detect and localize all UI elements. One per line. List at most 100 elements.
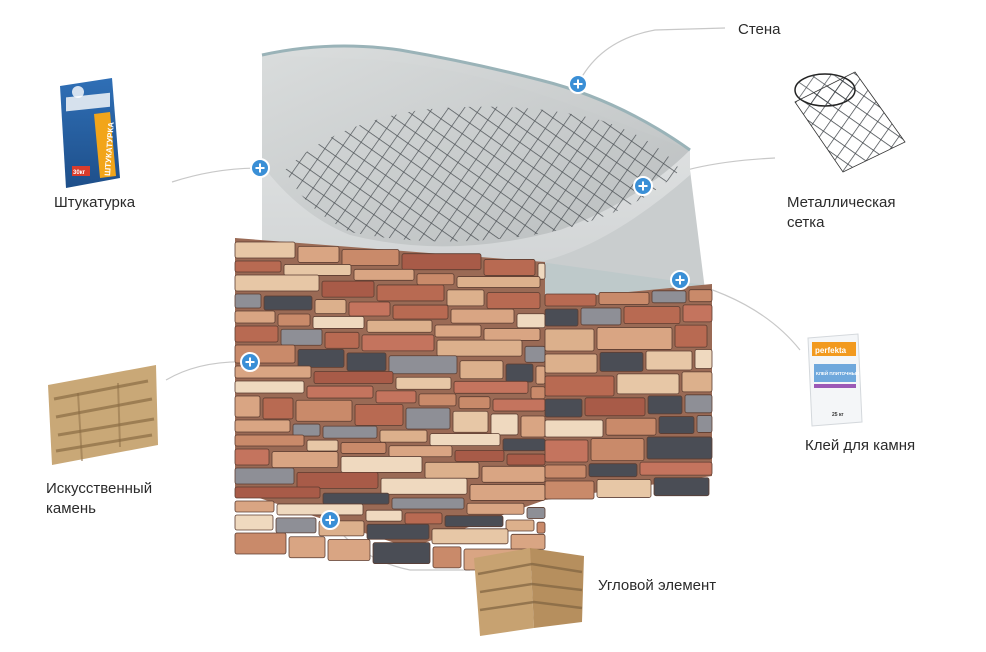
label-plaster: Штукатурка: [54, 194, 136, 211]
stone-brick: [424, 461, 480, 479]
stone-brick: [306, 439, 339, 452]
stone-brick: [616, 373, 680, 395]
leader-line-wall: [577, 27, 726, 85]
stone-brick: [376, 284, 445, 302]
stone-brick: [544, 293, 597, 307]
stone-brick: [444, 515, 504, 528]
stone-brick: [651, 290, 687, 304]
stone-brick: [395, 376, 452, 390]
stone-brick: [234, 486, 321, 499]
stone-brick: [506, 453, 546, 466]
hotspot-artificial-stone[interactable]: [240, 352, 260, 372]
stone-brick: [321, 280, 375, 298]
stone-brick: [596, 479, 652, 498]
stone-brick: [375, 390, 417, 404]
stone-brick: [674, 324, 708, 348]
stone-brick: [234, 514, 274, 531]
stone-brick: [405, 407, 451, 430]
stone-brick: [313, 371, 394, 384]
plus-circle-icon: [675, 275, 685, 285]
stone-brick: [681, 371, 713, 393]
stone-brick: [404, 512, 443, 525]
stone-brick: [453, 380, 529, 394]
stone-brick: [646, 436, 713, 460]
stone-brick: [418, 393, 457, 407]
stone-brick: [510, 533, 546, 550]
label-artificial-stone-line2: камень: [46, 500, 96, 517]
stone-brick: [271, 451, 339, 468]
corner-element-image: [474, 548, 584, 636]
stone-brick: [297, 246, 340, 263]
stone-brick: [234, 325, 279, 343]
stone-brick: [366, 319, 433, 333]
stone-brick: [544, 375, 615, 397]
stone-brick: [524, 345, 546, 363]
stone-brick: [458, 396, 491, 410]
stone-brick: [490, 413, 519, 436]
hotspot-metal-mesh[interactable]: [633, 176, 653, 196]
stone-brick: [327, 539, 371, 561]
stone-brick: [353, 268, 415, 281]
hotspot-plaster[interactable]: [250, 158, 270, 178]
glue-bag-brand: perfekta: [815, 346, 847, 355]
wall-top-rim: [261, 44, 691, 152]
stone-brick: [584, 397, 646, 417]
metal-mesh-roll-image: [794, 71, 906, 173]
plus-circle-icon: [245, 357, 255, 367]
hotspot-stone-glue[interactable]: [670, 270, 690, 290]
leader-line-plaster: [171, 167, 261, 183]
glue-bag-name: КЛЕЙ ПЛИТОЧНЫЙ: [816, 369, 859, 376]
stone-brick: [505, 519, 535, 532]
stone-brick: [262, 397, 294, 420]
stone-brick: [388, 445, 453, 458]
stone-brick: [502, 438, 546, 452]
metal-mesh-layer: [285, 106, 680, 242]
stone-brick: [456, 276, 541, 288]
stone-brick: [469, 484, 546, 501]
hotspot-wall[interactable]: [568, 74, 588, 94]
label-metal-mesh-line1: Металлическая: [787, 194, 895, 211]
stone-brick: [361, 334, 435, 352]
stone-brick: [234, 241, 296, 259]
stone-brick: [341, 249, 400, 266]
stone-brick: [234, 293, 262, 309]
stone-brick: [234, 260, 282, 273]
stone-brick: [380, 477, 468, 495]
stone-brick: [372, 542, 431, 565]
stone-brick: [346, 352, 387, 372]
stone-brick: [234, 532, 287, 555]
hotspot-corner-element[interactable]: [320, 510, 340, 530]
stone-brick: [544, 328, 595, 352]
stone-brick: [297, 349, 345, 368]
stone-brick: [234, 467, 295, 485]
stone-brick: [492, 398, 546, 412]
stone-brick: [599, 351, 644, 372]
stone-brick: [483, 328, 541, 341]
stone-brick: [366, 523, 430, 540]
stone-brick: [535, 365, 546, 385]
stone-brick: [544, 308, 579, 327]
stone-brick: [312, 316, 365, 329]
stone-brick: [379, 429, 428, 443]
stone-brick: [605, 417, 657, 436]
plus-circle-icon: [325, 515, 335, 525]
stone-brick: [694, 349, 713, 369]
hotspots[interactable]: [240, 74, 690, 530]
stone-brick: [283, 264, 352, 276]
stone-brick: [340, 456, 423, 473]
stone-brick: [277, 313, 311, 327]
stone-brick: [306, 385, 374, 399]
stone-brick: [416, 273, 455, 286]
stone-brick: [288, 536, 326, 559]
stone-brick: [450, 308, 515, 324]
label-corner-element: Угловой элемент: [598, 577, 716, 594]
stone-brick: [234, 395, 261, 418]
labels: Стена Штукатурка Металлическая сетка Кле…: [46, 21, 915, 594]
stone-brick: [234, 448, 270, 466]
stone-brick: [432, 546, 462, 569]
stone-brick: [429, 433, 501, 447]
stone-brick: [275, 517, 317, 534]
stone-brick: [486, 292, 541, 310]
stone-brick: [639, 461, 713, 476]
stone-brick: [537, 262, 546, 280]
